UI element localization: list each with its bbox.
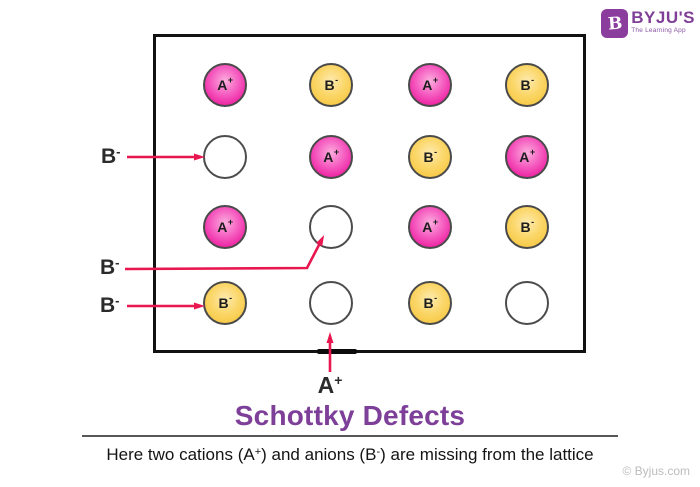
vacancy-label-sup: + [334,372,343,388]
ion-charge: + [227,217,234,227]
ion-label: B [423,295,434,311]
ion-label: A [422,77,433,93]
vacancy-label-base: A [317,372,335,398]
vacancy-label-sup: - [115,255,120,270]
divider-line [82,435,618,437]
vacancy-label-base: B [100,294,116,317]
brand-name: BYJU'S [631,8,695,27]
ion-charge: - [335,75,339,85]
anion-ion: B- [309,63,353,107]
cation-ion: A+ [408,63,452,107]
cation-ion: A+ [203,205,247,249]
ion-label: B [520,219,531,235]
anion-ion: B- [203,281,247,325]
ion-charge: - [229,293,233,303]
caption-sup-plus: + [254,446,262,458]
figure-caption: Here two cations (A+) and anions (B-) ar… [0,445,700,465]
ion-label: A [519,149,530,165]
ion-label: B [218,295,229,311]
figure-title: Schottky Defects [234,400,466,431]
caption-text: ) and anions (B [261,445,377,464]
ion-label: A [217,219,228,235]
vacancy-label-base: B [101,145,117,168]
ion-charge: + [432,75,439,85]
caption-text: Here two cations (A [106,445,255,464]
copyright-credit: © Byjus.com [622,464,690,478]
caption-sup-minus: - [376,446,381,458]
vacancy-site [309,281,353,325]
ion-charge: - [434,147,438,157]
ion-charge: + [432,217,439,227]
cation-ion: A+ [203,63,247,107]
brand-tagline: The Learning App [631,27,686,34]
vacancy-site [309,205,353,249]
ion-charge: - [434,293,438,303]
ion-charge: + [529,147,536,157]
cation-ion: A+ [505,135,549,179]
cation-ion: A+ [408,205,452,249]
caption-text: ) are missing from the lattice [380,445,594,464]
ion-label: B [324,77,335,93]
ion-label: B [423,149,434,165]
byjus-logo-text: BYJU'S The Learning App [631,9,695,35]
byjus-logo-letter: B [606,13,623,34]
anion-ion: B- [505,205,549,249]
anion-ion: B- [408,281,452,325]
ion-charge: - [531,217,535,227]
cation-ion: A+ [309,135,353,179]
vacancy-label-sup: - [115,293,120,308]
ion-charge: - [531,75,535,85]
ion-label: A [323,149,334,165]
byjus-logo-icon: B [601,9,629,38]
ion-label: A [217,77,228,93]
vacancy-label-base: B [100,256,116,279]
vacancy-site [505,281,549,325]
vacancy-label-a: A+ [318,372,343,399]
anion-ion: B- [505,63,549,107]
ion-charge: + [333,147,340,157]
vacancy-label-b2: B- [100,255,120,279]
ion-label: B [520,77,531,93]
ion-charge: + [227,75,234,85]
vacancy-label-b3: B- [100,293,120,317]
vacancy-label-sup: - [116,144,121,159]
ion-label: A [422,219,433,235]
anion-ion: B- [408,135,452,179]
byjus-logo: B BYJU'S The Learning App [601,9,695,38]
vacancy-site [203,135,247,179]
vacancy-label-b1: B- [101,144,121,168]
